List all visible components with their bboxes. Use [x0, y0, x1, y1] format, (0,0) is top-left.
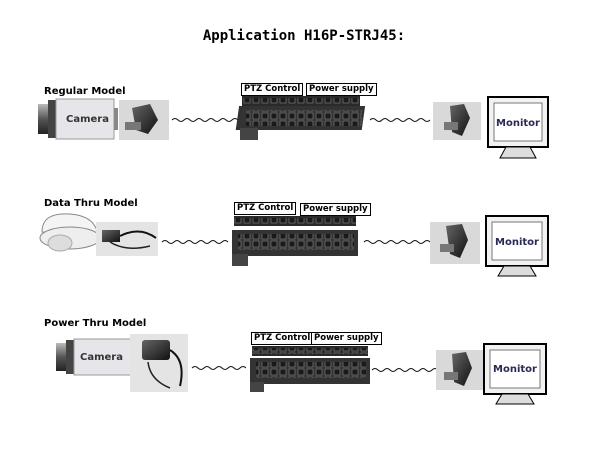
row1-cable-left: [171, 118, 239, 122]
row2-monitor: Monitor: [485, 215, 549, 277]
row1-cable-right: [369, 118, 431, 122]
row1-rack-hub: [235, 96, 366, 140]
row2-receiver-balun: [430, 222, 480, 264]
row2-ptz-control-label: PTZ Control: [234, 202, 297, 215]
row1-receiver-balun: [433, 102, 481, 140]
row1-power-supply-label: Power supply: [306, 83, 377, 96]
row2-rack-hub: [232, 216, 358, 266]
data-thru-model-label: Data Thru Model: [44, 198, 138, 209]
row1-balun-photo: [119, 100, 169, 140]
row3-balun-photo: [130, 334, 188, 392]
row3-cable-left: [191, 366, 247, 370]
regular-model-label: Regular Model: [44, 86, 126, 97]
row1-ptz-control-label: PTZ Control: [241, 83, 304, 96]
row2-dome-camera: [39, 213, 101, 252]
row3-monitor-label: Monitor: [493, 364, 537, 375]
row2-cable-right: [363, 240, 431, 244]
row3-rack-hub: [250, 346, 370, 392]
row1-camera: Camera: [38, 98, 118, 140]
diagram-title: Application H16P-STRJ45:: [202, 28, 406, 44]
row2-power-supply-label: Power supply: [300, 203, 371, 216]
row3-cable-right: [371, 368, 439, 372]
row3-camera: Camera: [56, 338, 133, 376]
row3-receiver-balun: [436, 350, 484, 390]
row1-monitor: Monitor: [487, 96, 549, 159]
row2-monitor-label: Monitor: [495, 237, 539, 248]
row3-monitor: Monitor: [483, 343, 547, 405]
row3-power-supply-label: Power supply: [311, 332, 382, 345]
row1-monitor-label: Monitor: [496, 118, 540, 129]
row2-balun-photo: [96, 222, 158, 256]
power-thru-model-label: Power Thru Model: [44, 318, 147, 329]
row3-camera-label: Camera: [80, 352, 123, 363]
row2-cable-left: [161, 240, 229, 244]
row1-camera-label: Camera: [66, 114, 109, 125]
